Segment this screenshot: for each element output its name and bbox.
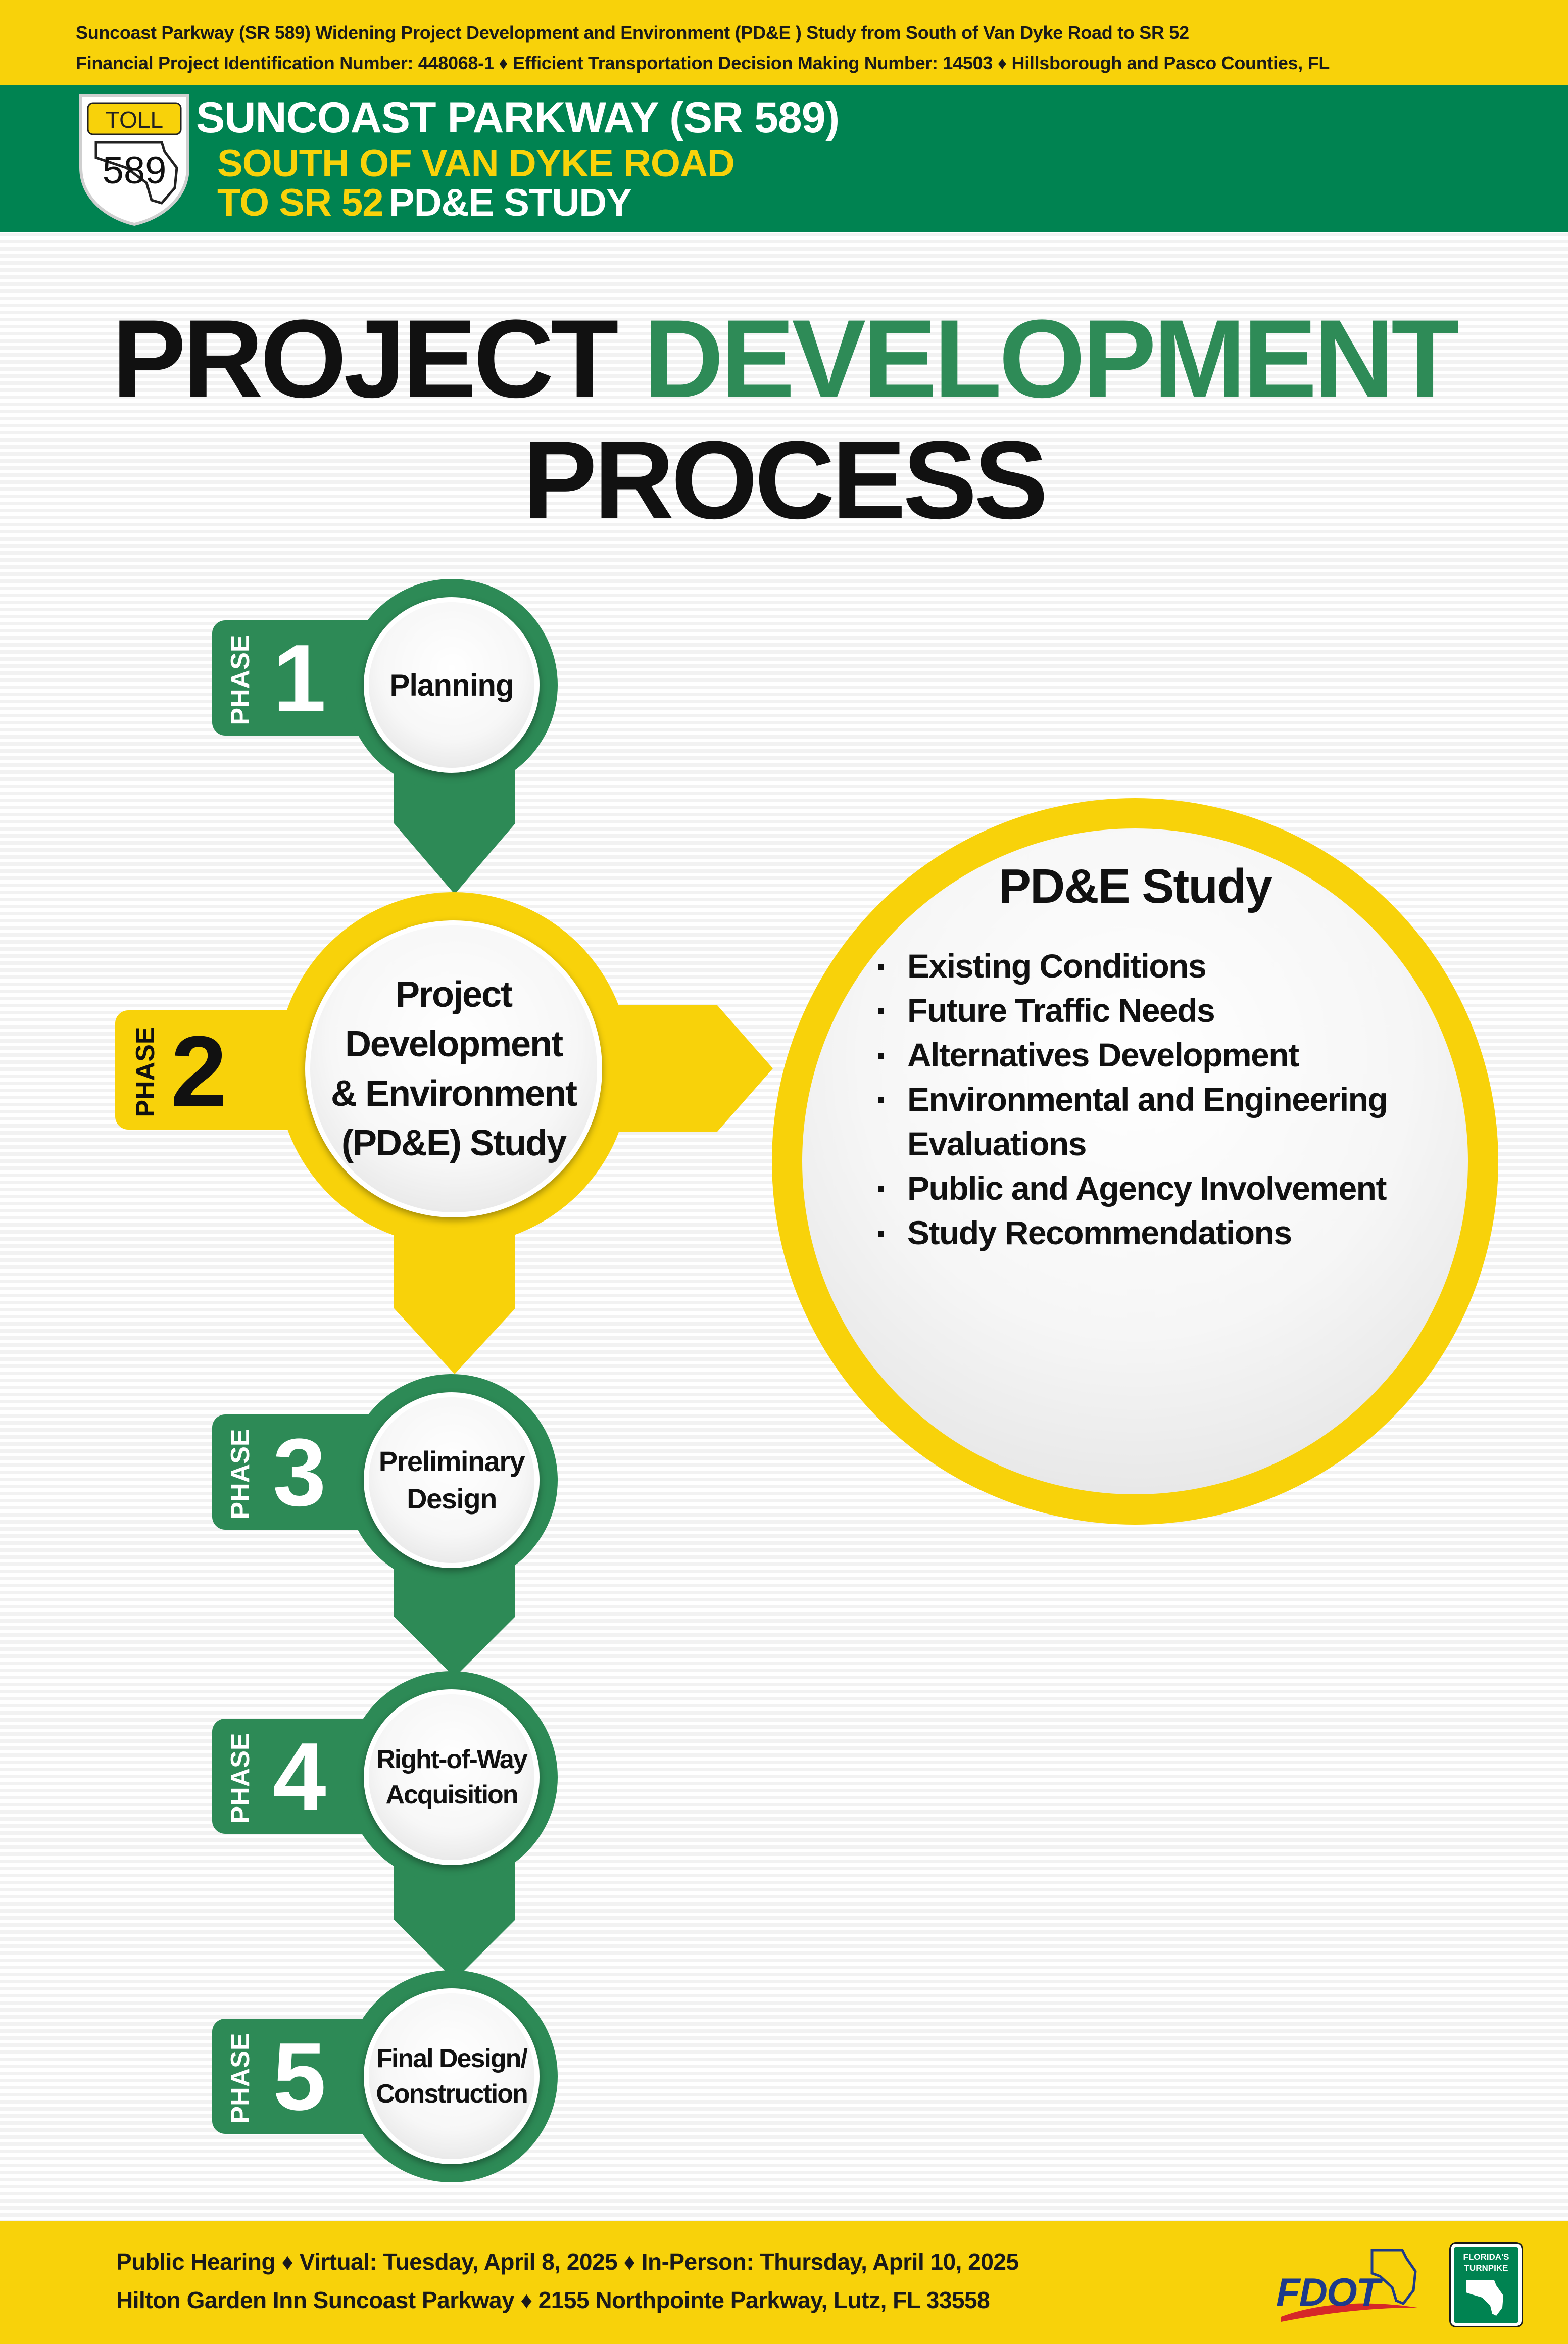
title-word-project: PROJECT — [112, 297, 619, 421]
arrow-phase2-to-phase3 — [394, 1212, 515, 1374]
header-band: TOLL 589 SUNCOAST PARKWAY (SR 589) SOUTH… — [0, 85, 1568, 232]
phase-1-circle: Planning — [364, 597, 540, 773]
phase-2-name-line4: (PD&E) Study — [341, 1123, 567, 1163]
phase-1-name: Planning — [389, 668, 514, 702]
page-title-line2: PROCESS — [523, 418, 1048, 542]
footer-bar: Public Hearing ♦ Virtual: Tuesday, April… — [0, 2221, 1568, 2344]
phase-3-name-line1: Preliminary — [378, 1445, 525, 1477]
florida-turnpike-logo: FLORIDA'S TURNPIKE — [1451, 2244, 1522, 2326]
pde-item-env-engineering: Environmental and Engineering Evaluation… — [874, 1077, 1392, 1166]
fdot-logo: FDOT — [1276, 2241, 1423, 2327]
phase-3-label: PHASE — [226, 1429, 255, 1520]
pde-item-recommendations: Study Recommendations — [874, 1210, 1392, 1255]
header-subtitle-1: SOUTH OF VAN DYKE ROAD — [217, 142, 735, 185]
header-title: SUNCOAST PARKWAY (SR 589) — [196, 93, 840, 142]
phase-5-name-line2: Construction — [376, 2079, 528, 2109]
phase-5-number: 5 — [273, 2023, 326, 2130]
phase-4-name-line2: Acquisition — [385, 1780, 518, 1810]
arrow-phase2-to-pde — [581, 1005, 773, 1132]
pde-study-list: Existing Conditions Future Traffic Needs… — [874, 944, 1392, 1255]
phase-4-number: 4 — [273, 1723, 326, 1830]
phase-4-label: PHASE — [226, 1733, 255, 1824]
project-description: Suncoast Parkway (SR 589) Widening Proje… — [76, 22, 1189, 43]
phase-4-name-line1: Right-of-Way — [376, 1745, 528, 1774]
phase-1-number: 1 — [273, 625, 326, 732]
phase-3-number: 3 — [273, 1419, 326, 1526]
pde-item-alternatives: Alternatives Development — [874, 1033, 1392, 1077]
hearing-location: Hilton Garden Inn Suncoast Parkway ♦ 215… — [116, 2287, 990, 2313]
phase-2-name-line2: Development — [345, 1024, 563, 1064]
florida-state-icon — [1466, 2280, 1503, 2316]
phase-3-circle: Preliminary Design — [364, 1392, 540, 1568]
phase-1-label: PHASE — [226, 634, 255, 725]
phase-5-circle: Final Design/ Construction — [364, 1988, 540, 2164]
route-number: 589 — [102, 149, 167, 192]
pde-item-public-agency: Public and Agency Involvement — [874, 1166, 1392, 1210]
pde-item-existing-conditions: Existing Conditions — [874, 944, 1392, 988]
phase-2-circle: Project Development & Environment (PD&E)… — [305, 920, 602, 1217]
toll-shield-icon: TOLL 589 — [76, 92, 193, 227]
phase-2-name-line1: Project — [395, 974, 513, 1015]
turnpike-line2: TURNPIKE — [1464, 2263, 1508, 2273]
phase-2-label: PHASE — [131, 1027, 160, 1117]
phase-3-name-line2: Design — [407, 1483, 497, 1515]
phase-4-circle: Right-of-Way Acquisition — [364, 1689, 540, 1865]
pde-item-future-traffic: Future Traffic Needs — [874, 988, 1392, 1033]
phase-2-name-line3: & Environment — [330, 1073, 577, 1114]
pde-study-circle — [802, 828, 1468, 1494]
project-identifiers: Financial Project Identification Number:… — [76, 53, 1330, 73]
turnpike-line1: FLORIDA'S — [1463, 2252, 1509, 2262]
fdot-logo-text: FDOT — [1276, 2270, 1380, 2314]
hearing-dates: Public Hearing ♦ Virtual: Tuesday, April… — [116, 2249, 1019, 2275]
header-subtitle-2: TO SR 52 — [217, 181, 384, 224]
phase-5-name-line1: Final Design/ — [376, 2044, 528, 2073]
page-title: PROJECT DEVELOPMENT — [0, 303, 1568, 414]
toll-label: TOLL — [105, 107, 164, 133]
header-study-label: PD&E STUDY — [389, 181, 632, 224]
phase-5-label: PHASE — [226, 2033, 255, 2124]
pde-study-title: PD&E Study — [998, 859, 1272, 913]
top-info-bar: Suncoast Parkway (SR 589) Widening Proje… — [0, 0, 1568, 85]
phase-2-number: 2 — [171, 1015, 227, 1128]
title-word-development: DEVELOPMENT — [643, 297, 1459, 421]
